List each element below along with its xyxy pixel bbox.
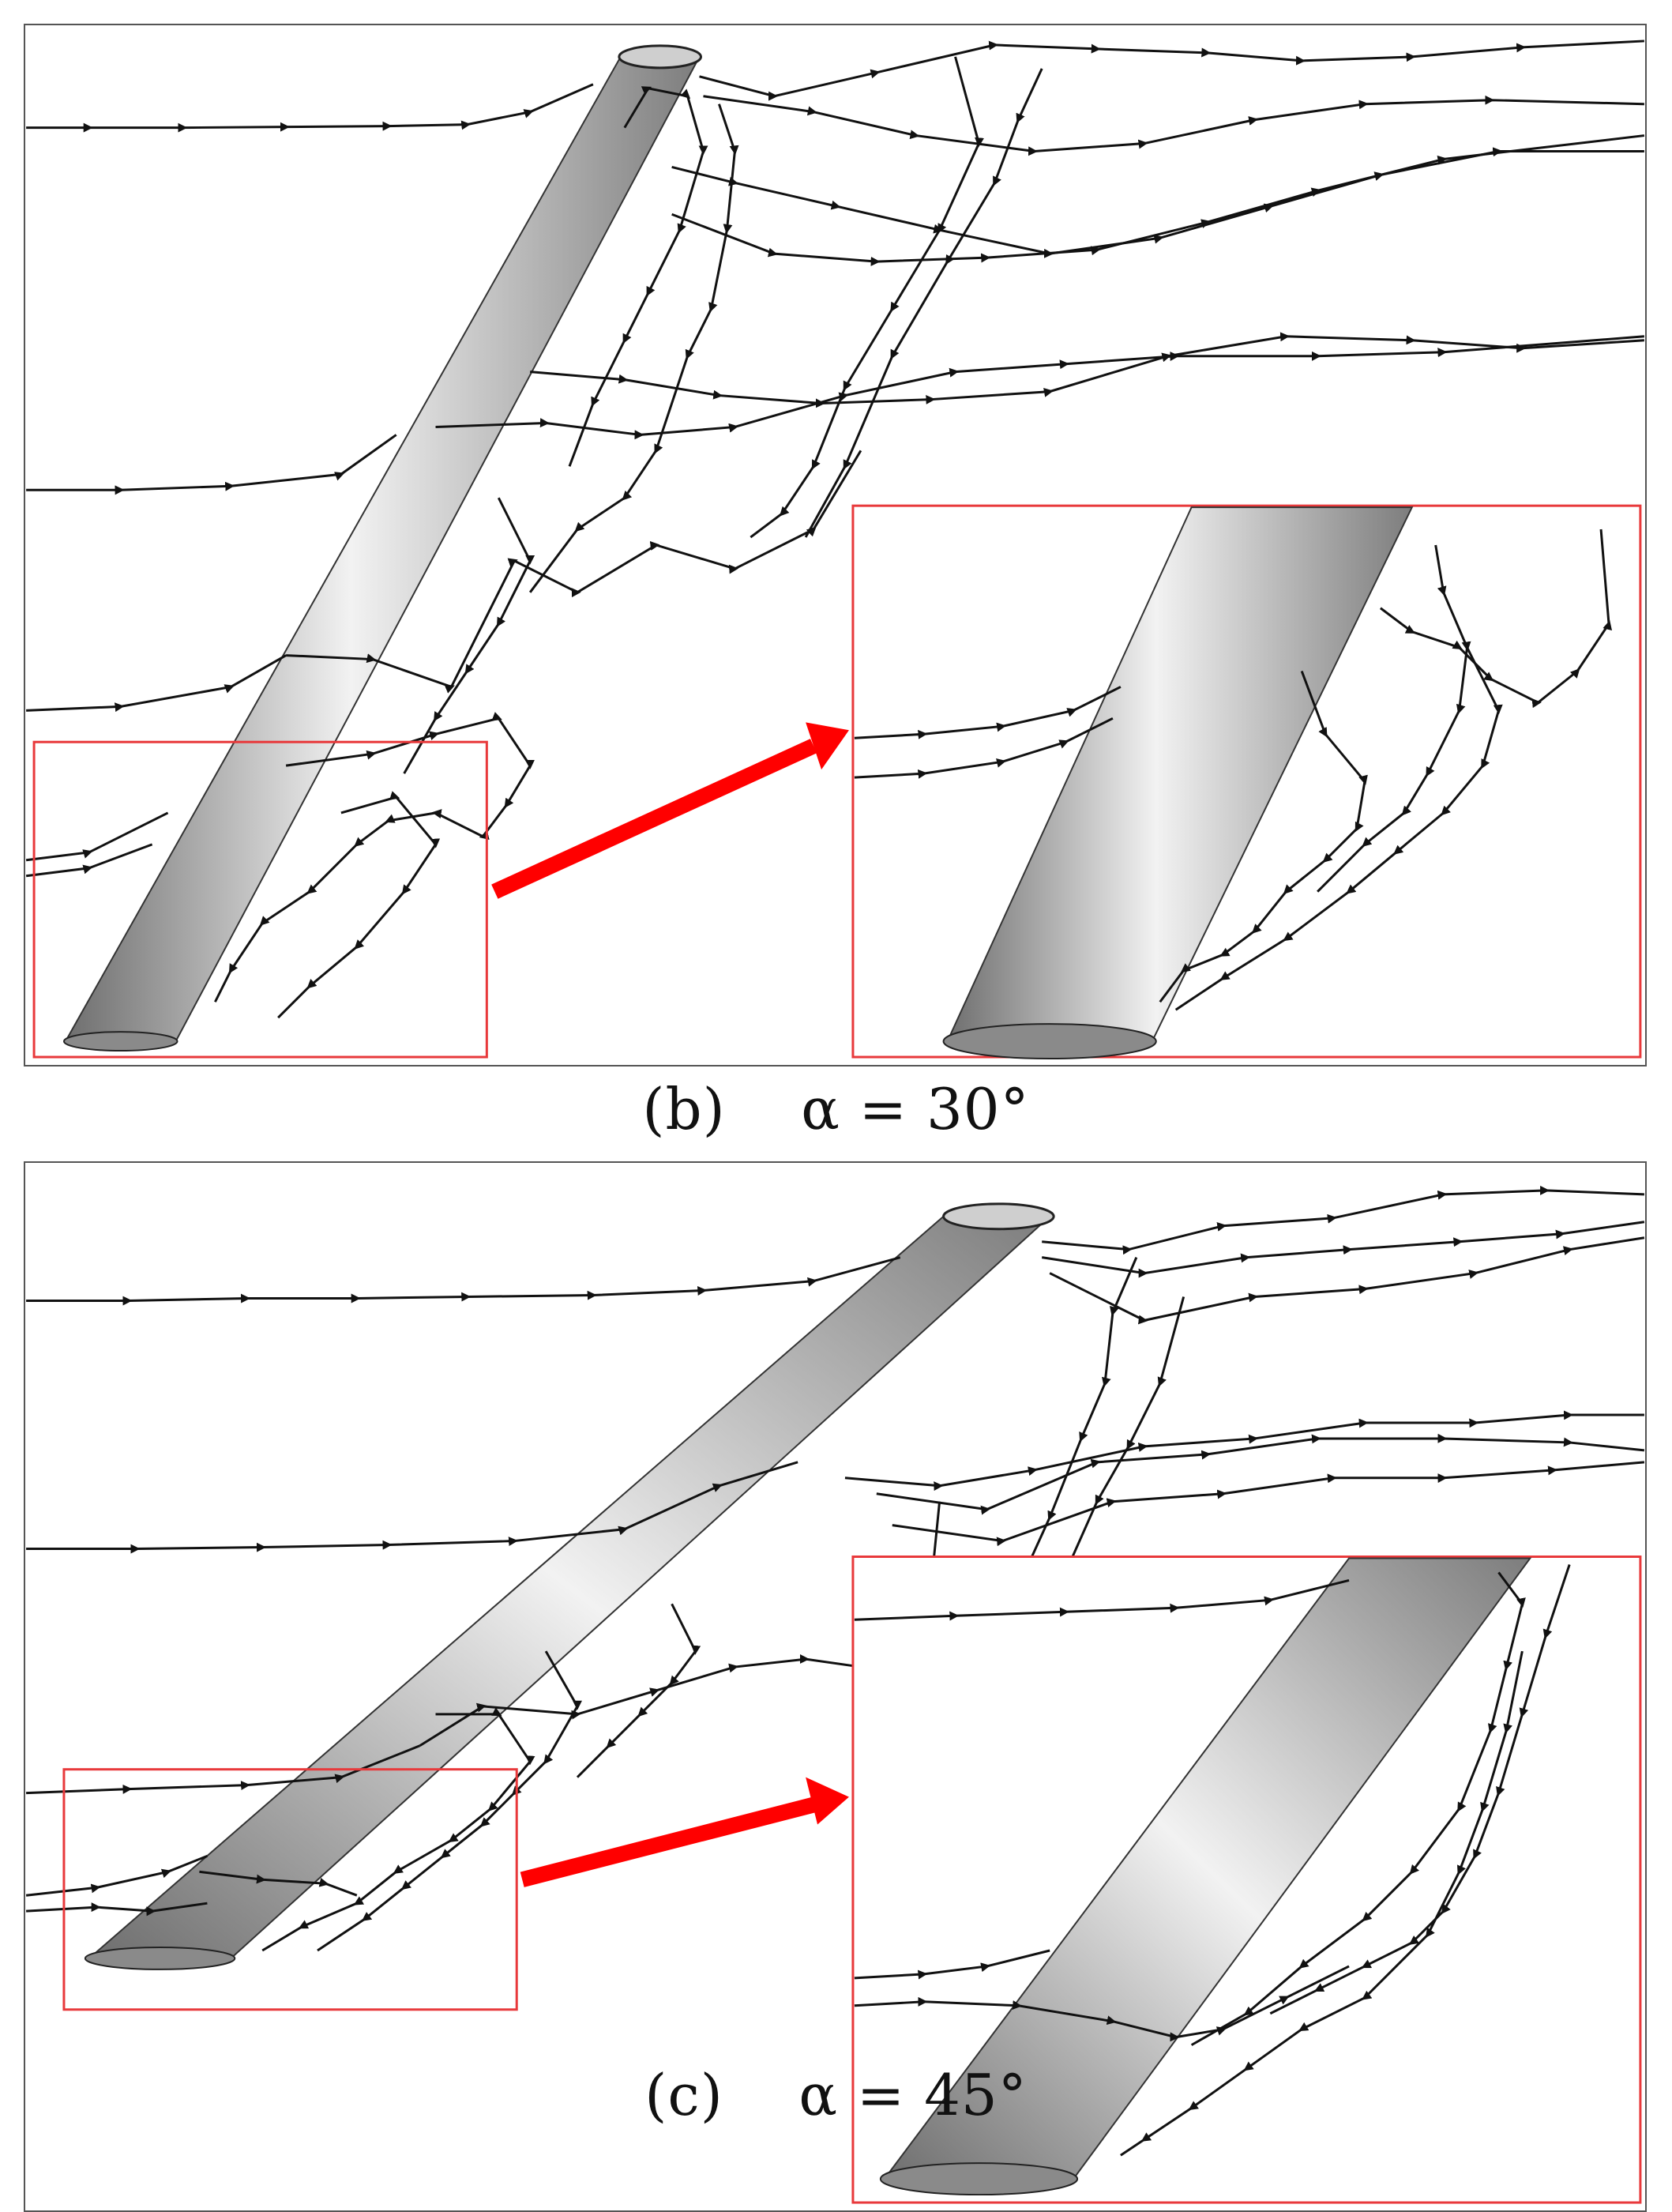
zoom-inset — [851, 1556, 1642, 2204]
panel-b-diagram — [25, 40, 1645, 1060]
caption-b: (b) α = 30° — [642, 1076, 1030, 1142]
zoom-pointer-arrow — [491, 722, 849, 899]
streamlines — [25, 1185, 1645, 1952]
streamlines — [25, 40, 1645, 1019]
panel-b-alpha-30 — [24, 24, 1647, 1066]
zoom-inset — [851, 504, 1642, 1060]
zoom-source-box — [62, 1768, 518, 2011]
cylinder-top-cap — [618, 44, 703, 70]
cylinder-top-cap — [942, 1202, 1055, 1231]
panel-c-diagram — [25, 1185, 1645, 2204]
cylinder-main — [64, 55, 701, 1043]
caption-c: (c) α = 45° — [644, 2062, 1028, 2128]
zoom-source-box — [32, 740, 488, 1059]
zoom-pointer-arrow — [520, 1777, 849, 1887]
panel-c-alpha-45 — [24, 1161, 1647, 2212]
cylinder-bottom-cap — [84, 1947, 236, 1970]
cylinder-bottom-cap — [62, 1031, 178, 1052]
